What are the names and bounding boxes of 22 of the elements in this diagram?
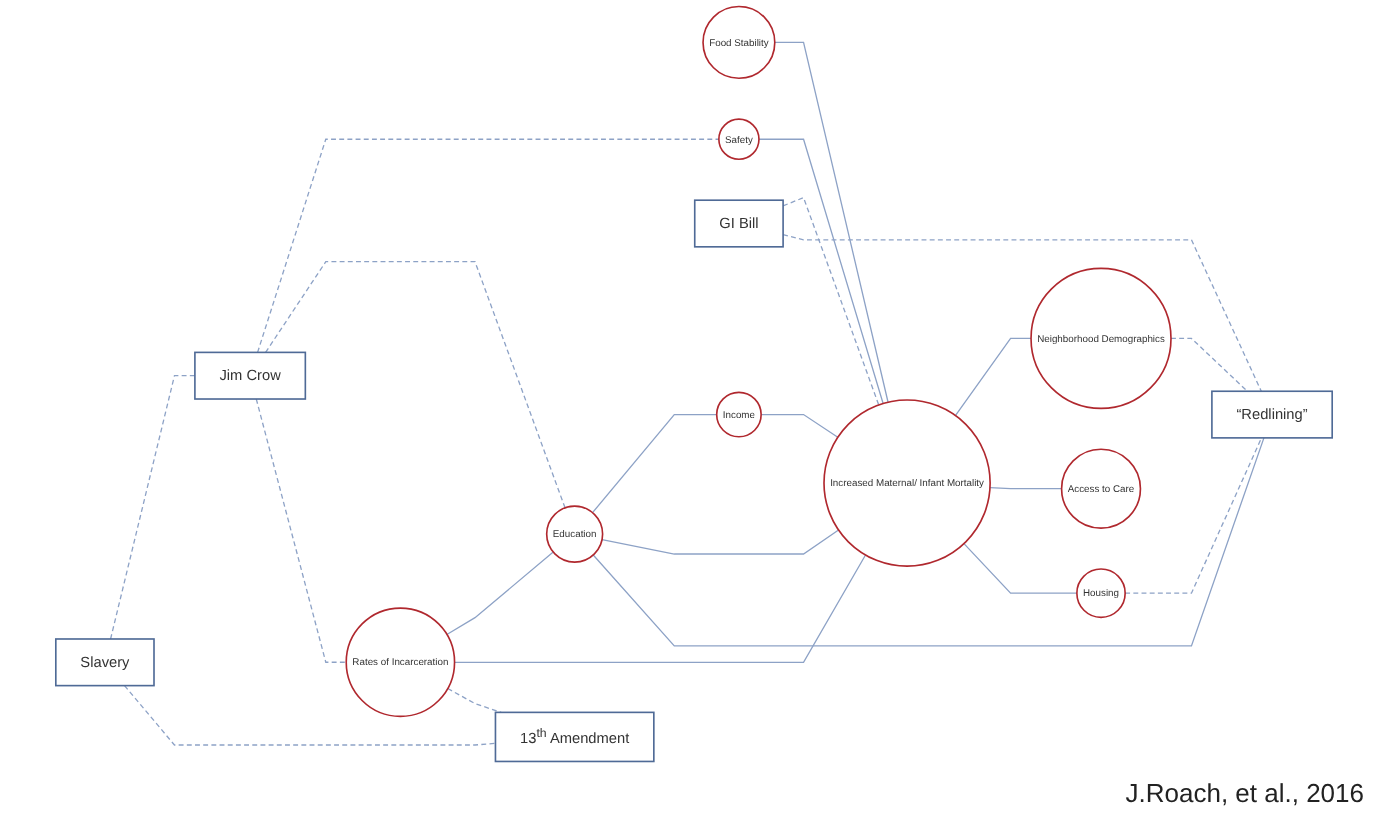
connector [601, 529, 840, 555]
connector [963, 542, 1078, 594]
connector [446, 551, 554, 636]
connector [954, 337, 1032, 417]
connector [123, 684, 497, 746]
connector [592, 437, 1265, 647]
connector [256, 138, 720, 354]
connector [782, 234, 1262, 392]
connector [453, 554, 867, 663]
citation-text: J.Roach, et al., 2016 [1125, 778, 1364, 808]
connector [989, 486, 1063, 490]
connector [264, 261, 566, 509]
connector [760, 413, 839, 438]
connector [447, 687, 502, 714]
connector [109, 375, 196, 640]
connector [591, 413, 718, 514]
connector [782, 196, 880, 406]
connector [1170, 337, 1249, 392]
connector [255, 398, 347, 663]
connector [758, 138, 884, 405]
connector [1124, 437, 1263, 594]
connector [774, 41, 889, 403]
